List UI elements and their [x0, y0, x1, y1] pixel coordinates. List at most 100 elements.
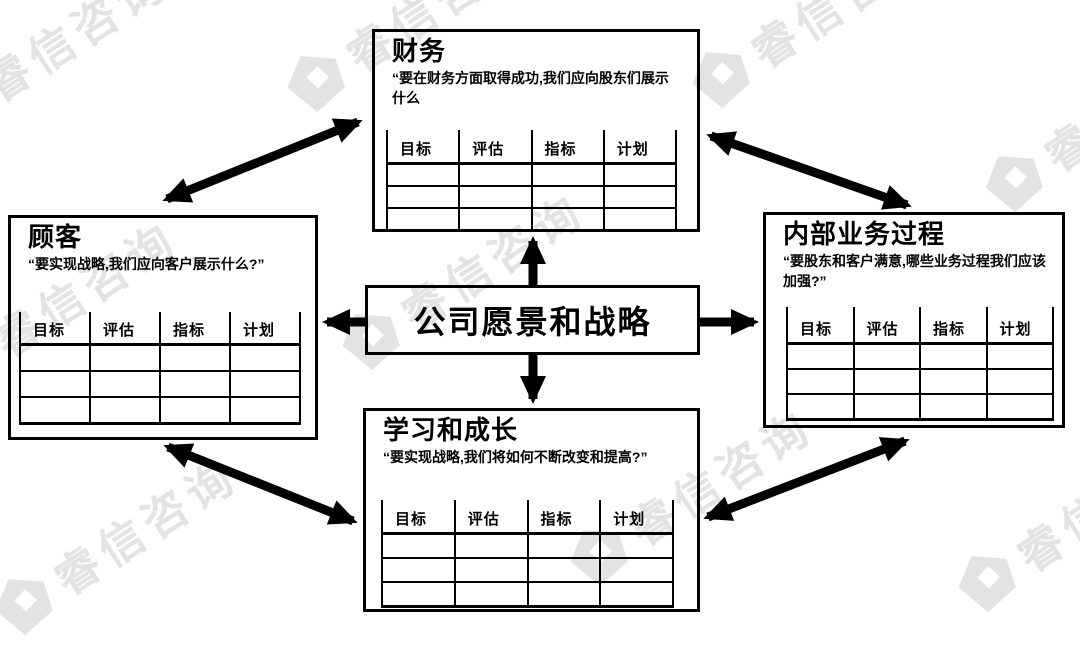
table-header-cell: 计划 [985, 307, 1054, 342]
table-cell [453, 583, 527, 605]
table-header-row: 目标评估指标计划 [381, 500, 674, 535]
table-cell [386, 209, 458, 229]
watermark: 睿信咨询 [972, 17, 1080, 222]
table-header-cell: 目标 [386, 130, 458, 162]
internal-process-quote: “要股东和客户满意,哪些业务过程我们应该加强?” [783, 252, 1046, 289]
vision-strategy-box: 公司愿景和战略 [365, 285, 700, 355]
table-cell [530, 187, 603, 207]
table-header-row: 目标评估指标计划 [386, 130, 677, 165]
table-cell [786, 370, 853, 393]
table-header-cell: 计划 [599, 500, 674, 532]
table-cell [786, 395, 853, 418]
table-cell [386, 165, 458, 185]
table-row [786, 395, 1054, 421]
table-cell [985, 395, 1054, 418]
table-cell [381, 559, 454, 581]
table-cell [526, 583, 600, 605]
table-cell [386, 187, 458, 207]
table-cell [381, 583, 454, 605]
table-cell [381, 535, 454, 557]
watermark-text: 睿信咨询 [742, 0, 945, 79]
learning-growth-table: 目标评估指标计划 [381, 500, 674, 608]
table-header-cell: 目标 [381, 500, 454, 532]
watermark-text: 睿信咨询 [45, 449, 248, 606]
ruixin-logo-icon [0, 327, 2, 404]
table-cell [19, 372, 89, 396]
customer-title: 顾客 [28, 222, 83, 252]
learning-growth-perspective-box: 学习和成长 “要实现战略,我们将如何不断改变和提高?” 目标评估指标计划 [363, 408, 700, 612]
table-cell [602, 187, 677, 207]
arrow-finance-internal [706, 131, 912, 210]
ruixin-logo-icon [0, 578, 53, 635]
arrow-customer-learning [163, 442, 358, 526]
table-cell [530, 165, 603, 185]
table-cell [602, 165, 677, 185]
table-header-cell: 指标 [530, 130, 603, 162]
table-cell [458, 187, 530, 207]
finance-title: 财务 [392, 36, 447, 66]
table-row [381, 535, 674, 559]
customer-quote: “要实现战略,我们应向客户展示什么?” [28, 255, 265, 272]
table-cell [229, 372, 301, 396]
table-header-row: 目标评估指标计划 [786, 307, 1054, 345]
table-row [381, 559, 674, 583]
table-header-cell: 评估 [852, 307, 920, 342]
customer-table: 目标评估指标计划 [19, 312, 301, 425]
table-header-cell: 评估 [453, 500, 527, 532]
table-cell [786, 345, 853, 368]
table-row [786, 345, 1054, 370]
table-cell [19, 398, 89, 422]
learning-growth-title: 学习和成长 [383, 415, 519, 445]
watermark: 睿信咨询 [945, 417, 1080, 622]
table-cell [919, 345, 986, 368]
internal-process-perspective-box: 内部业务过程 “要股东和客户满意,哪些业务过程我们应该加强?” 目标评估指标计划 [763, 212, 1065, 428]
table-cell [919, 370, 986, 393]
ruixin-logo-icon [985, 155, 1043, 212]
internal-process-title: 内部业务过程 [783, 219, 946, 249]
table-cell [159, 398, 229, 422]
finance-perspective-box: 财务 “要在财务方面取得成功,我们应向股东们展示什么 目标评估指标计划 [372, 29, 700, 232]
watermark: 睿信咨询 [0, 0, 179, 152]
table-header-cell: 评估 [89, 312, 159, 343]
table-cell [852, 370, 920, 393]
table-header-cell: 目标 [786, 307, 853, 342]
table-cell [453, 559, 527, 581]
table-header-cell: 评估 [458, 130, 530, 162]
learning-growth-quote: “要实现战略,我们将如何不断改变和提高?” [383, 448, 648, 465]
watermark-text: 睿信咨询 [0, 0, 178, 113]
table-cell [89, 372, 159, 396]
table-row [386, 209, 677, 232]
table-header-cell: 计划 [229, 312, 301, 343]
table-cell [852, 395, 920, 418]
table-cell [458, 165, 530, 185]
watermark-text: 睿信咨询 [1035, 26, 1080, 183]
vision-strategy-title: 公司愿景和战略 [413, 304, 652, 340]
table-cell [602, 209, 677, 229]
finance-table: 目标评估指标计划 [386, 130, 677, 232]
table-cell [458, 209, 530, 229]
table-cell [599, 559, 674, 581]
table-header-cell: 指标 [919, 307, 986, 342]
table-cell [453, 535, 527, 557]
table-row [786, 370, 1054, 395]
table-row [19, 372, 301, 398]
watermark: 睿信咨询 [0, 440, 249, 645]
table-row [381, 583, 674, 608]
table-cell [985, 345, 1054, 368]
table-header-cell: 指标 [159, 312, 229, 343]
arrow-learning-internal [703, 436, 910, 522]
customer-perspective-box: 顾客 “要实现战略,我们应向客户展示什么?” 目标评估指标计划 [8, 215, 318, 440]
internal-process-table: 目标评估指标计划 [786, 307, 1054, 421]
table-header-cell: 指标 [526, 500, 600, 532]
table-cell [599, 535, 674, 557]
table-cell [526, 559, 600, 581]
table-cell [985, 370, 1054, 393]
table-header-cell: 计划 [602, 130, 677, 162]
table-cell [159, 372, 229, 396]
table-row [386, 165, 677, 187]
watermark-text: 睿信咨询 [1008, 426, 1080, 583]
table-cell [229, 398, 301, 422]
table-cell [599, 583, 674, 605]
table-cell [852, 345, 920, 368]
